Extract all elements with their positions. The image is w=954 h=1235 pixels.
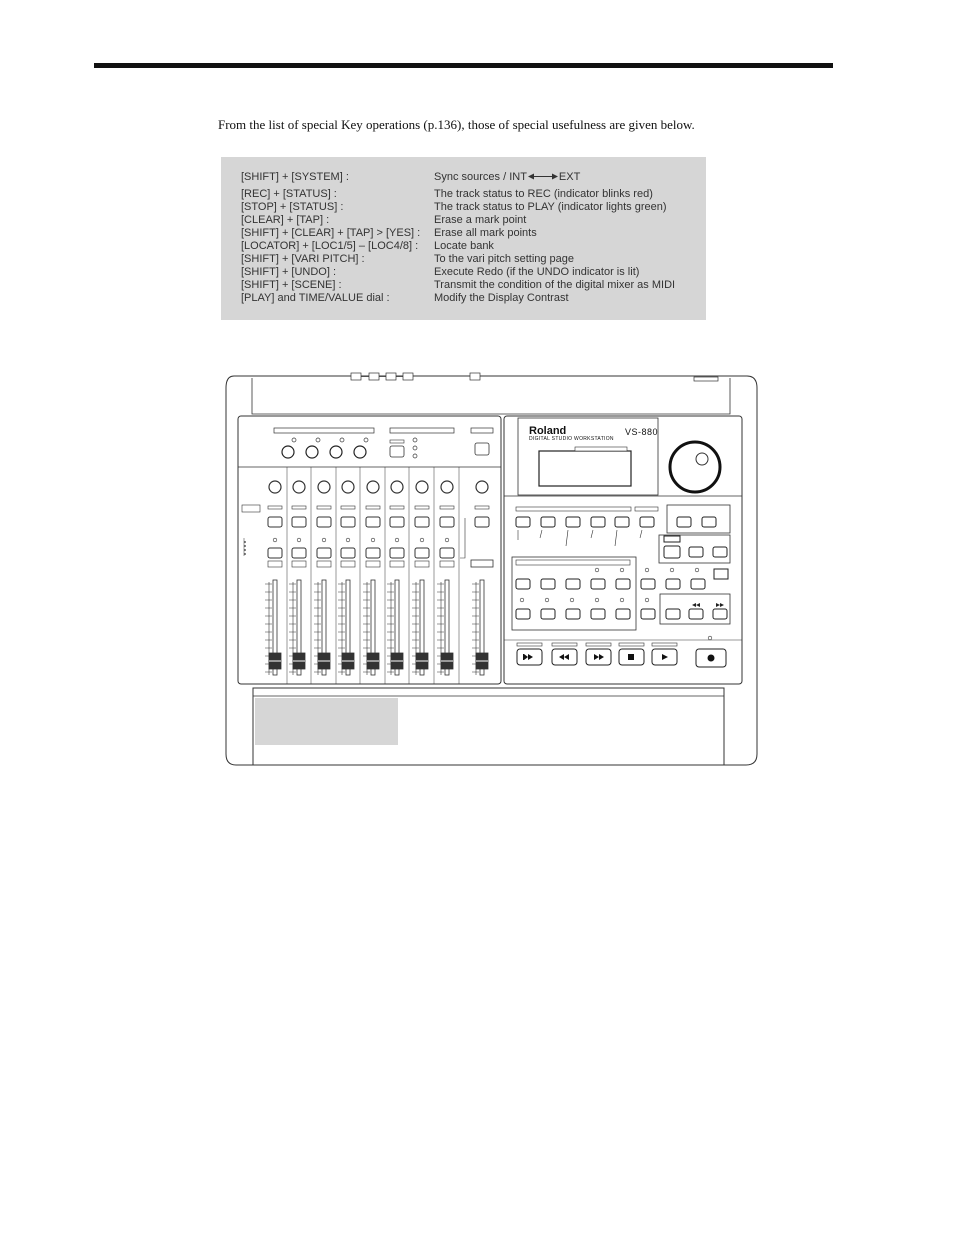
channel-knob [440, 480, 454, 494]
channel-label-strip [389, 560, 405, 568]
channel-knob [475, 480, 489, 494]
shortcut-keys: [SHIFT] + [SYSTEM] : [241, 171, 349, 183]
channel-indicator [444, 537, 450, 543]
channel-select-button [291, 547, 307, 559]
shortcut-keys: [SHIFT] + [VARI PITCH] : [241, 253, 365, 265]
channel-indicator [272, 537, 278, 543]
brand-logo: Roland [529, 425, 567, 437]
channel-indicator [419, 537, 425, 543]
channel-label-strip [291, 560, 307, 568]
channel-status-button [267, 516, 283, 528]
fader-slot [345, 579, 351, 676]
channel-status-button [414, 516, 430, 528]
header-rule [94, 63, 833, 68]
shortcut-keys: [SHIFT] + [UNDO] : [241, 266, 337, 278]
model-subtitle: DIGITAL STUDIO WORKSTATION [529, 436, 614, 442]
channel-label-strip [365, 560, 381, 568]
channel-label-strip [267, 560, 283, 568]
channel-indicator [394, 537, 400, 543]
fader-slot [370, 579, 376, 676]
channel-select-button [267, 547, 283, 559]
channel-indicator [321, 537, 327, 543]
shortcut-action: The track status to PLAY (indicator ligh… [434, 201, 667, 213]
channel-label-strip [291, 505, 307, 510]
shortcut-keys: [SHIFT] + [SCENE] : [241, 279, 342, 291]
channel-select-button [365, 547, 381, 559]
shortcut-keys: [PLAY] and TIME/VALUE dial : [241, 292, 390, 304]
channel-status-button [316, 516, 332, 528]
shortcut-action: The track status to REC (indicator blink… [434, 188, 653, 200]
channel-status-button [365, 516, 381, 528]
fader-slot [479, 579, 485, 676]
intro-paragraph: From the list of special Key operations … [218, 117, 695, 132]
channel-label-strip [414, 505, 430, 510]
fader-slot [296, 579, 302, 676]
double-arrow-icon [527, 173, 558, 180]
channel-select-button [414, 547, 430, 559]
channel-label-strip [439, 560, 455, 568]
channel-label-strip [316, 560, 332, 568]
fader-slot [272, 579, 278, 676]
channel-select-button [340, 547, 356, 559]
fader-slot [394, 579, 400, 676]
channel-status-button [439, 516, 455, 528]
channel-knob [317, 480, 331, 494]
channel-status-button [389, 516, 405, 528]
channel-status-button [474, 516, 490, 528]
shortcut-action: Execute Redo (if the UNDO indicator is l… [434, 266, 640, 278]
channel-label-strip [389, 505, 405, 510]
channel-label-strip [340, 505, 356, 510]
channel-knob [390, 480, 404, 494]
shortcut-action: Erase a mark point [434, 214, 527, 226]
channel-label-strip [414, 560, 430, 568]
channel-select-button [316, 547, 332, 559]
channel-label-strip [365, 505, 381, 510]
channel-knob [366, 480, 380, 494]
shortcut-keys: [LOCATOR] + [LOC1/5] – [LOC4/8] : [241, 240, 419, 252]
channel-strips [265, 467, 494, 684]
vs880-panel-illustration: Roland VS-880 DIGITAL STUDIO WORKSTATION [222, 370, 762, 770]
fader-slot [444, 579, 450, 676]
shortcut-action: Modify the Display Contrast [434, 292, 569, 304]
channel-label-strip [267, 505, 283, 510]
channel-status-button [291, 516, 307, 528]
shortcut-action: Transmit the condition of the digital mi… [434, 279, 676, 291]
channel-knob [268, 480, 282, 494]
channel-label-strip [316, 505, 332, 510]
channel-indicator [296, 537, 302, 543]
shortcut-keys: [CLEAR] + [TAP] : [241, 214, 330, 226]
channel-indicator [370, 537, 376, 543]
fader-slot [419, 579, 425, 676]
channel-indicator [345, 537, 351, 543]
channel-label-strip [340, 560, 356, 568]
fader-slot [321, 579, 327, 676]
channel-label-strip [474, 505, 490, 510]
channel-select-button [439, 547, 455, 559]
shortcut-action: Erase all mark points [434, 227, 537, 239]
channel-status-button [340, 516, 356, 528]
shortcut-keys: [REC] + [STATUS] : [241, 188, 337, 200]
channel-select-button [389, 547, 405, 559]
model-name: VS-880 [625, 427, 659, 437]
channel-knob [292, 480, 306, 494]
shortcut-action: Locate bank [434, 240, 494, 252]
shortcut-keys: [SHIFT] + [CLEAR] + [TAP] > [YES] : [241, 227, 421, 239]
channel-knob [341, 480, 355, 494]
channel-knob [415, 480, 429, 494]
channel-label-strip [439, 505, 455, 510]
shortcut-keys: [STOP] + [STATUS] : [241, 201, 344, 213]
shortcut-action: To the vari pitch setting page [434, 253, 575, 265]
master-label [470, 559, 494, 568]
bracket-line [460, 518, 466, 559]
